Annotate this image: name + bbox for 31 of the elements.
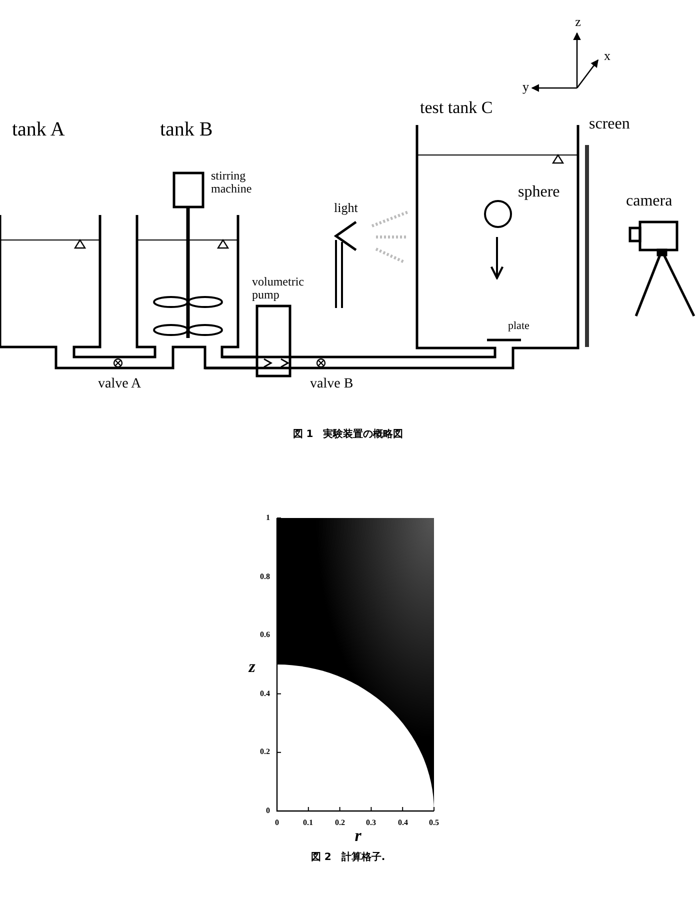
- figure-caption: 図 2 計算格子.: [310, 852, 386, 864]
- part-label: volumetric pump: [252, 276, 305, 301]
- part-label: screen: [589, 116, 630, 134]
- part-label: tank A: [12, 120, 65, 140]
- tick-label: 0.4: [260, 690, 270, 698]
- part-label: plate: [508, 321, 530, 333]
- part-label: test tank C: [420, 99, 493, 117]
- part-label: light: [334, 201, 358, 215]
- tick-label: 0.3: [366, 818, 376, 828]
- tick-label: 0: [266, 806, 270, 816]
- axis-label: y: [522, 80, 529, 94]
- axis-label: z: [248, 658, 256, 676]
- tick-label: 0.5: [429, 818, 439, 828]
- tick-label: 0.2: [335, 818, 345, 828]
- part-label: camera: [626, 194, 672, 210]
- part-label: tank B: [160, 120, 213, 140]
- tick-label: 0.4: [398, 818, 408, 828]
- part-label: sphere: [518, 184, 560, 202]
- tick-label: 0.6: [260, 630, 270, 640]
- axis-label: z: [575, 15, 581, 29]
- tick-label: 0.2: [260, 748, 270, 756]
- figure-caption: 図 1 実験装置の概略図: [292, 430, 404, 440]
- tick-label: 0.8: [260, 572, 270, 582]
- part-label: stirring machine: [211, 170, 253, 195]
- part-label: valve B: [310, 378, 354, 392]
- tick-label: 0: [275, 818, 279, 828]
- axis-label: r: [354, 827, 362, 845]
- part-label: valve A: [98, 378, 142, 392]
- tick-label: 0.1: [303, 818, 313, 828]
- tick-label: 1: [266, 514, 270, 522]
- axis-label: x: [604, 49, 610, 63]
